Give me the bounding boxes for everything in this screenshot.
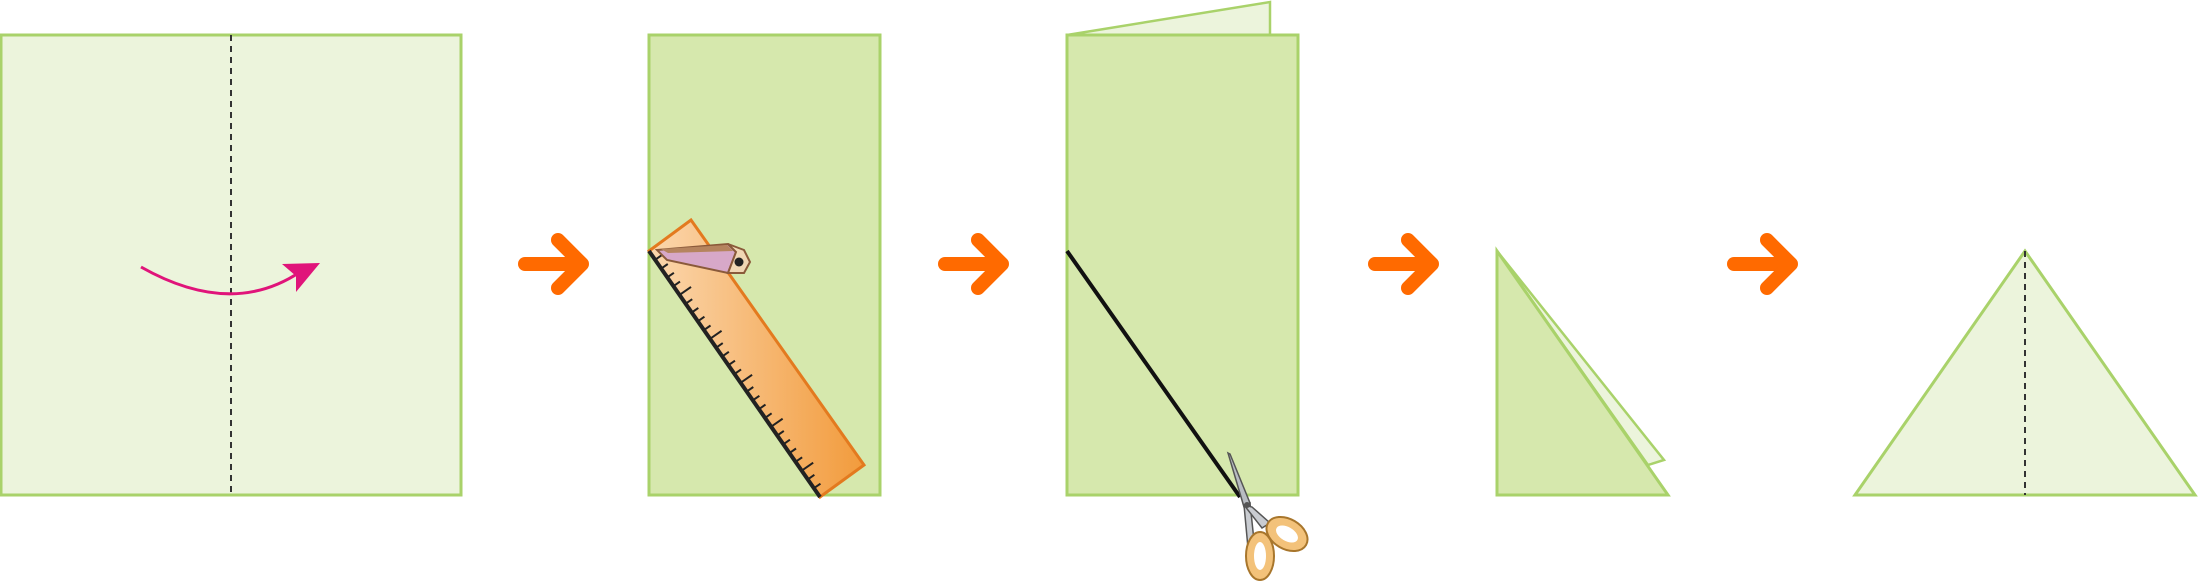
ruler-tick [801, 461, 814, 472]
arrow-right-icon [1727, 233, 1798, 295]
ruler-tick [764, 412, 773, 419]
ruler-tick [807, 474, 815, 481]
pencil-icon [654, 242, 752, 275]
ruler-tick [721, 351, 730, 358]
ruler-tick [788, 447, 797, 454]
scissors-icon [1226, 451, 1309, 581]
ruler-tick [666, 271, 675, 279]
front-triangle-layer [1495, 246, 1671, 497]
ruler-tick [709, 330, 723, 340]
ruler-tick [758, 403, 767, 410]
step-1-unfolded-sheet [0, 33, 463, 497]
step-2-folded-sheet-with-ruler [646, 33, 882, 500]
back-sheet-corner [1066, 0, 1272, 37]
ruler-tick [685, 298, 693, 305]
ruler-tick [795, 456, 803, 463]
ruler-tick [746, 386, 754, 393]
step-4-cut-triangle [1495, 246, 1671, 497]
ruler-tick [733, 368, 742, 375]
step-3-folded-sheet-cutting [1065, 0, 1309, 581]
ruler-tick [752, 394, 760, 402]
ruler-tick [770, 417, 784, 428]
arrow-right-icon [518, 233, 589, 295]
ruler-tick [776, 430, 785, 437]
sheet [0, 33, 463, 497]
ruler-tick [727, 359, 736, 367]
ruler-tick [782, 438, 791, 446]
ruler-tick [660, 263, 669, 270]
ruler-tick [678, 286, 692, 296]
ruler-tick [691, 307, 699, 314]
cut-line [1065, 249, 1242, 499]
ruler-icon [646, 217, 867, 500]
ruler-tick [715, 342, 724, 349]
ruler-tick [740, 373, 753, 384]
arrow-right-icon [1368, 233, 1439, 295]
curved-arrow-icon [140, 263, 320, 296]
arrow-right-icon [938, 233, 1009, 295]
folded-sheet [1065, 33, 1300, 497]
step-5-unfolded-triangle [1852, 248, 2198, 497]
ruler-tick [672, 280, 681, 287]
ruler-tick [703, 324, 712, 331]
ruler-tick [813, 482, 822, 490]
ruler-tick [654, 254, 663, 261]
ruler-tick [697, 315, 705, 323]
